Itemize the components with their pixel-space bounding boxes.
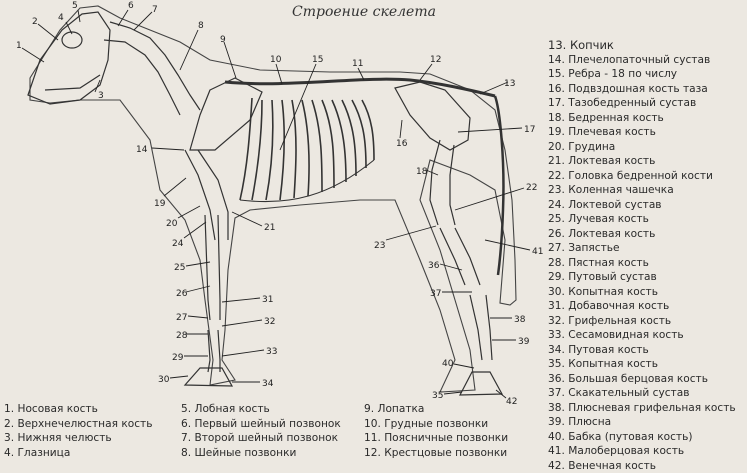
callout-37: 37: [430, 289, 441, 299]
legend-item-40: 40. Бабка (путовая кость): [548, 430, 736, 445]
legend-bottom-col3: 9. Лопатка 10. Грудные позвонки 11. Пояс…: [364, 402, 508, 460]
callout-7: 7: [152, 5, 158, 15]
callout-1: 1: [16, 41, 22, 51]
callout-2: 2: [32, 17, 38, 27]
callout-9: 9: [220, 35, 226, 45]
callout-32: 32: [264, 317, 275, 327]
legend-item-37: 37. Скакательный сустав: [548, 386, 736, 401]
front-leg: [185, 150, 232, 386]
callout-21: 21: [264, 223, 275, 233]
legend-item-42: 42. Венечная кость: [548, 459, 736, 473]
callout-12: 12: [430, 55, 441, 65]
callout-24: 24: [172, 239, 184, 249]
legend-item-27: 27. Запястье: [548, 241, 736, 256]
callout-19: 19: [154, 199, 166, 209]
callout-5: 5: [72, 1, 78, 11]
legend-item-35: 35. Копытная кость: [548, 357, 736, 372]
callout-11: 11: [352, 59, 363, 69]
leader-lines: [22, 10, 530, 398]
legend-bottom-col2: 5. Лобная кость 6. Первый шейный позвоно…: [181, 402, 341, 460]
legend-item-39: 39. Плюсна: [548, 415, 736, 430]
legend-item-16: 16. Подвздошная кость таза: [548, 82, 736, 97]
callout-4: 4: [58, 13, 64, 23]
legend-item-17: 17. Тазобедренный сустав: [548, 96, 736, 111]
legend-item-28: 28. Пястная кость: [548, 256, 736, 271]
legend-item-24: 24. Локтевой сустав: [548, 198, 736, 213]
callout-17: 17: [524, 125, 535, 135]
legend-item-12: 12. Крестцовые позвонки: [364, 446, 508, 461]
diagram-title: Строение скелета: [292, 4, 436, 20]
callout-33: 33: [266, 347, 277, 357]
callout-3: 3: [98, 91, 104, 101]
legend-item-23: 23. Коленная чашечка: [548, 183, 736, 198]
callout-18: 18: [416, 167, 428, 177]
legend-item-11: 11. Поясничные позвонки: [364, 431, 508, 446]
callout-38: 38: [514, 315, 526, 325]
legend-item-29: 29. Путовый сустав: [548, 270, 736, 285]
legend-item-26: 26. Локтевая кость: [548, 227, 736, 242]
legend-item-9: 9. Лопатка: [364, 402, 508, 417]
callout-34: 34: [262, 379, 274, 389]
callout-13: 13: [504, 79, 515, 89]
callout-10: 10: [270, 55, 282, 65]
callout-16: 16: [396, 139, 408, 149]
legend-item-14: 14. Плечелопаточный сустав: [548, 53, 736, 68]
legend-item-36: 36. Большая берцовая кость: [548, 372, 736, 387]
legend-item-15: 15. Ребра - 18 по числу: [548, 67, 736, 82]
legend-item-8: 8. Шейные позвонки: [181, 446, 341, 461]
callout-22: 22: [526, 183, 537, 193]
callout-20: 20: [166, 219, 178, 229]
hind-leg: [430, 140, 502, 395]
legend-item-1: 1. Носовая кость: [4, 402, 152, 417]
legend-item-38: 38. Плюсневая грифельная кость: [548, 401, 736, 416]
legend-item-19: 19. Плечевая кость: [548, 125, 736, 140]
callout-numbers: 1 2 3 4 5 6 7 8 9 10 15 11 12 13 14 16 1…: [16, 1, 543, 407]
callout-41: 41: [532, 247, 543, 257]
callout-35: 35: [432, 391, 443, 401]
tail: [495, 96, 503, 275]
legend-item-5: 5. Лобная кость: [181, 402, 341, 417]
callout-39: 39: [518, 337, 530, 347]
legend-item-22: 22. Головка бедренной кости: [548, 169, 736, 184]
spine: [225, 79, 495, 96]
cervical-vertebrae: [104, 22, 200, 115]
legend-item-32: 32. Грифельная кость: [548, 314, 736, 329]
callout-6: 6: [128, 1, 134, 11]
legend-item-30: 30. Копытная кость: [548, 285, 736, 300]
legend-bottom-col1: 1. Носовая кость 2. Верхнечелюстная кост…: [4, 402, 152, 460]
legend-item-2: 2. Верхнечелюстная кость: [4, 417, 152, 432]
legend-item-34: 34. Путовая кость: [548, 343, 736, 358]
callout-23: 23: [374, 241, 385, 251]
callout-30: 30: [158, 375, 170, 385]
legend-item-25: 25. Лучевая кость: [548, 212, 736, 227]
callout-28: 28: [176, 331, 188, 341]
ribcage: [240, 98, 374, 202]
legend-item-10: 10. Грудные позвонки: [364, 417, 508, 432]
callout-26: 26: [176, 289, 188, 299]
legend-item-6: 6. Первый шейный позвонок: [181, 417, 341, 432]
legend-item-13: 13. Копчик: [548, 38, 736, 53]
legend-item-7: 7. Второй шейный позвонок: [181, 431, 341, 446]
callout-29: 29: [172, 353, 184, 363]
legend-right: 13. Копчик 14. Плечелопаточный сустав 15…: [548, 38, 736, 473]
legend-item-18: 18. Бедренная кость: [548, 111, 736, 126]
callout-40: 40: [442, 359, 454, 369]
callout-25: 25: [174, 263, 185, 273]
callout-8: 8: [198, 21, 204, 31]
legend-item-4: 4. Глазница: [4, 446, 152, 461]
legend-item-33: 33. Сесамовидная кость: [548, 328, 736, 343]
legend-item-20: 20. Грудина: [548, 140, 736, 155]
legend-item-21: 21. Локтевая кость: [548, 154, 736, 169]
callout-14: 14: [136, 145, 148, 155]
callout-31: 31: [262, 295, 273, 305]
legend-item-31: 31. Добавочная кость: [548, 299, 736, 314]
legend-item-41: 41. Малоберцовая кость: [548, 444, 736, 459]
callout-15: 15: [312, 55, 323, 65]
callout-36: 36: [428, 261, 440, 271]
legend-item-3: 3. Нижняя челюсть: [4, 431, 152, 446]
callout-27: 27: [176, 313, 187, 323]
